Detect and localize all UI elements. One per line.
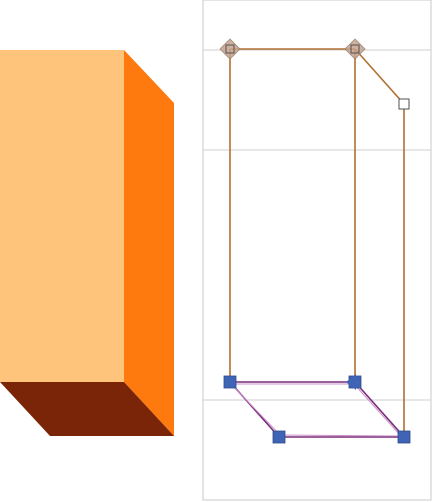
- back-top-vertex-handle[interactable]: [398, 98, 410, 110]
- top-vertex-handle-right[interactable]: [344, 38, 366, 60]
- wireframe-edges: [229, 48, 405, 437]
- box-bottom-face: [0, 382, 174, 436]
- top-handle-diamond: [219, 38, 241, 60]
- wireframe-canvas[interactable]: [202, 0, 432, 501]
- base-vertex-handle-front-left[interactable]: [223, 375, 237, 389]
- top-handle-square: [350, 44, 360, 54]
- base-vertex-handle-back-left[interactable]: [272, 430, 286, 444]
- top-vertex-handle-left[interactable]: [219, 38, 241, 60]
- top-handle-square: [225, 44, 235, 54]
- top-handle-diamond: [344, 38, 366, 60]
- box-preview[interactable]: [0, 50, 174, 436]
- box-side-face: [124, 50, 174, 436]
- direction-arrow-icon: [346, 374, 356, 390]
- base-vertex-handle-back-right[interactable]: [397, 430, 411, 444]
- edge-top-side: [354, 48, 405, 105]
- box-front-face: [0, 50, 124, 382]
- canvas-border: [202, 0, 432, 501]
